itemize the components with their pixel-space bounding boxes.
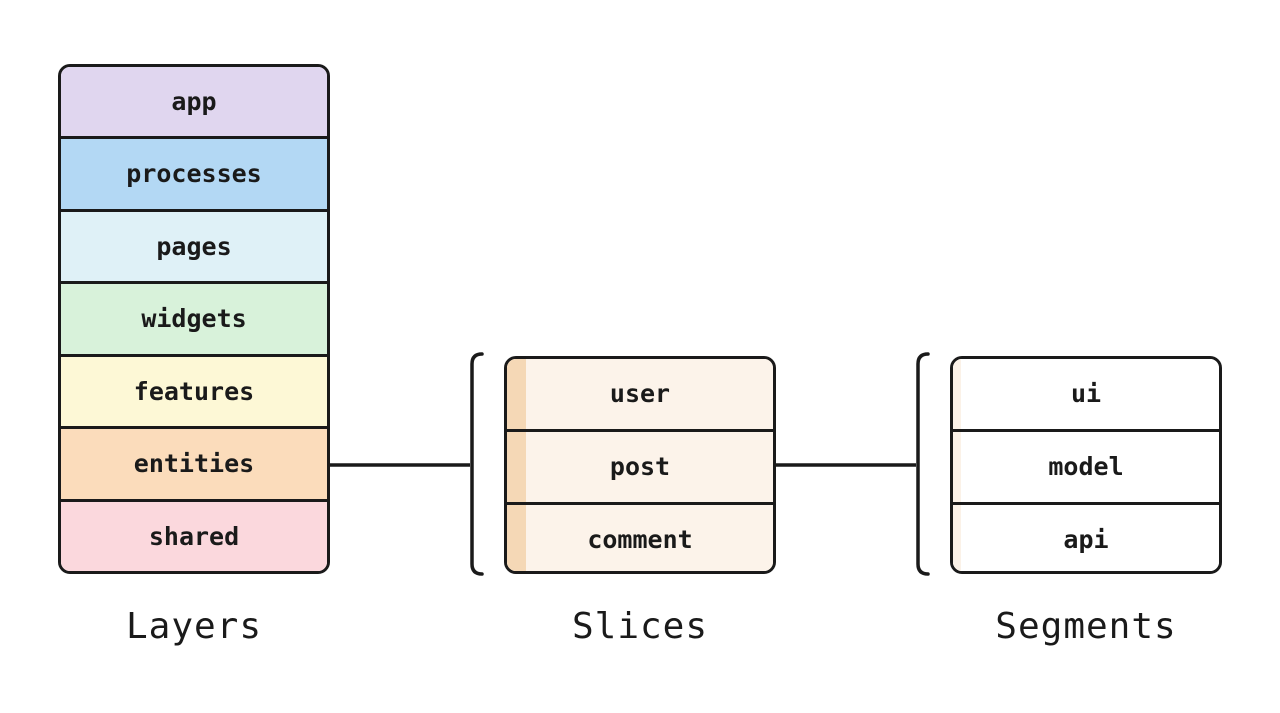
layer-app: app xyxy=(61,67,327,136)
segments-stack: ui model api xyxy=(950,356,1222,574)
layer-features: features xyxy=(61,353,327,426)
slice-label: comment xyxy=(587,525,693,554)
slice-user: user xyxy=(507,359,773,429)
layer-label: widgets xyxy=(141,304,247,334)
slices-bracket xyxy=(470,352,484,576)
layer-label: app xyxy=(171,87,217,116)
slices-stack: user post comment xyxy=(504,356,776,574)
layer-processes: processes xyxy=(61,136,327,209)
layer-label: features xyxy=(133,376,255,406)
layer-label: shared xyxy=(148,521,240,551)
layer-pages: pages xyxy=(61,208,327,281)
segment-api: api xyxy=(953,501,1219,571)
segment-model: model xyxy=(953,428,1219,502)
layer-label: processes xyxy=(126,159,262,189)
segments-bracket xyxy=(916,352,930,576)
layer-shared: shared xyxy=(61,498,327,571)
segment-label: ui xyxy=(1070,379,1102,409)
segments-caption: Segments xyxy=(995,606,1177,647)
segment-label: model xyxy=(1048,452,1124,481)
slice-post: post xyxy=(507,428,773,502)
layer-label: pages xyxy=(156,231,232,261)
slices-caption: Slices xyxy=(571,606,709,647)
layers-caption: Layers xyxy=(125,606,263,647)
slice-label: post xyxy=(609,452,671,481)
layer-widgets: widgets xyxy=(61,281,327,354)
segment-label: api xyxy=(1063,525,1109,554)
slice-comment: comment xyxy=(507,501,773,571)
layers-stack: app processes pages widgets features ent… xyxy=(58,64,330,574)
slice-label: user xyxy=(609,379,671,409)
segment-ui: ui xyxy=(953,359,1219,429)
layer-entities: entities xyxy=(61,426,327,499)
layer-label: entities xyxy=(133,449,255,479)
